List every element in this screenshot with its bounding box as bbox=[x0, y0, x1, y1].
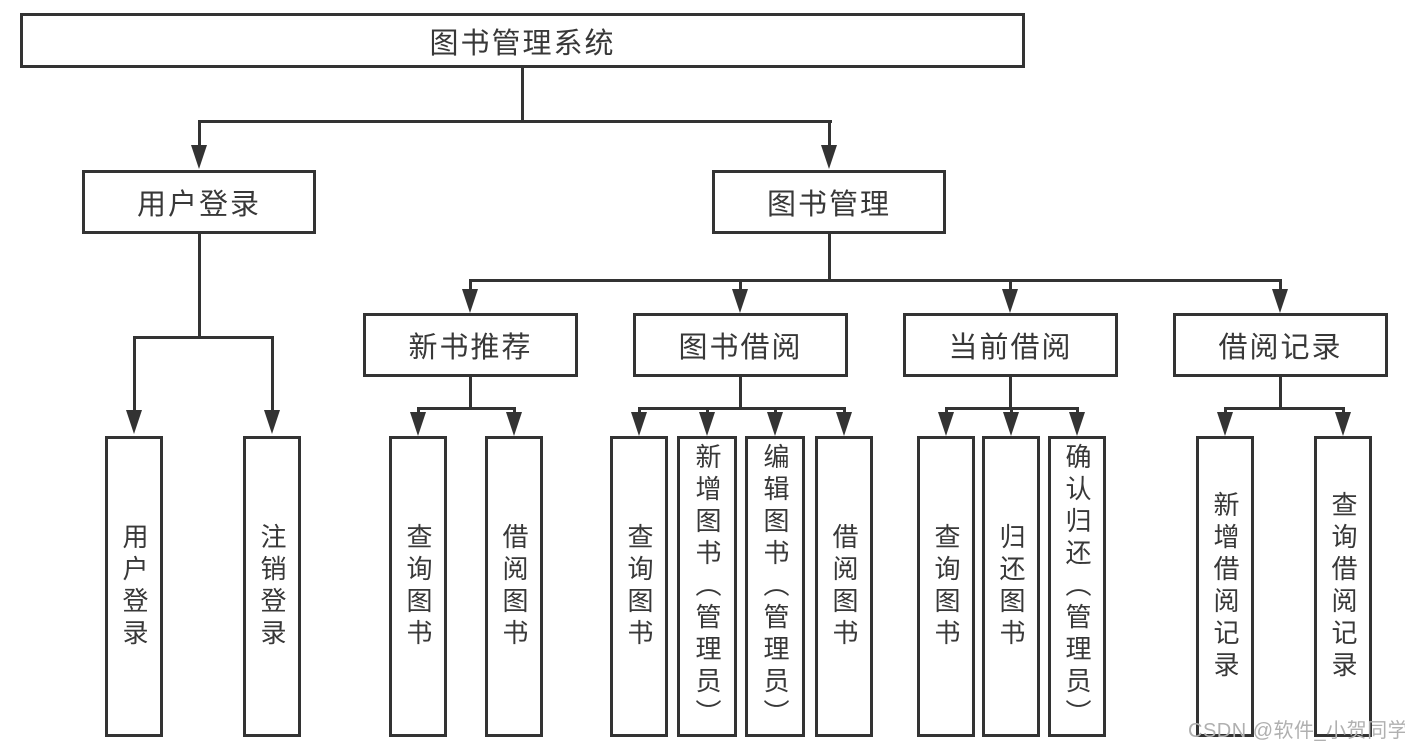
leaf-add-borrow-record: 新增借阅记录 bbox=[1196, 436, 1254, 737]
edge-leaf bbox=[417, 407, 420, 416]
leaf-label: 确认归还（管理员） bbox=[1062, 442, 1092, 731]
node-label: 图书管理 bbox=[766, 189, 891, 221]
edge-leaf bbox=[1010, 407, 1013, 416]
arrow-down-icon bbox=[264, 410, 280, 434]
edge-to-leaf-login bbox=[133, 336, 136, 412]
edge-leaf bbox=[945, 407, 948, 416]
node-label: 借阅记录 bbox=[1218, 332, 1343, 364]
edge-leaf bbox=[843, 407, 846, 416]
edge-user-login-stem bbox=[198, 234, 201, 338]
edge-leaf bbox=[513, 407, 516, 416]
leaf-label: 新增图书（管理员） bbox=[692, 442, 722, 731]
edge-to-book-management bbox=[828, 120, 831, 148]
leaf-label: 查询图书 bbox=[931, 522, 961, 651]
leaf-borrow-books-recommend: 借阅图书 bbox=[485, 436, 543, 737]
edge-leaf bbox=[1224, 407, 1227, 416]
node-library-management-system: 图书管理系统 bbox=[20, 13, 1025, 68]
leaf-label: 注销登录 bbox=[257, 522, 287, 651]
arrow-down-icon bbox=[126, 410, 142, 434]
arrow-down-icon bbox=[506, 412, 522, 436]
node-user-login: 用户登录 bbox=[82, 170, 316, 234]
leaf-label: 查询借阅记录 bbox=[1328, 490, 1358, 683]
edge-borrow-records-rail bbox=[1224, 407, 1345, 410]
leaf-label: 借阅图书 bbox=[499, 522, 529, 651]
leaf-borrow-books: 借阅图书 bbox=[815, 436, 873, 737]
leaf-label: 借阅图书 bbox=[829, 522, 859, 651]
node-new-book-recommend: 新书推荐 bbox=[363, 313, 578, 377]
arrow-down-icon bbox=[767, 412, 783, 436]
node-current-borrow: 当前借阅 bbox=[903, 313, 1118, 377]
node-label: 图书借阅 bbox=[678, 332, 803, 364]
arrow-down-icon bbox=[191, 145, 207, 169]
arrow-down-icon bbox=[410, 412, 426, 436]
node-book-borrow: 图书借阅 bbox=[633, 313, 848, 377]
edge-leaf bbox=[1076, 407, 1079, 416]
leaf-confirm-return-admin: 确认归还（管理员） bbox=[1048, 436, 1106, 737]
arrow-down-icon bbox=[462, 289, 478, 313]
leaf-query-books-current: 查询图书 bbox=[917, 436, 975, 737]
edge-book-management-stem bbox=[828, 234, 831, 281]
edge-borrow-records-stem bbox=[1279, 377, 1282, 409]
arrow-down-icon bbox=[1002, 289, 1018, 313]
arrow-down-icon bbox=[836, 412, 852, 436]
edge-new-book-rail bbox=[417, 407, 516, 410]
arrow-down-icon bbox=[699, 412, 715, 436]
arrow-down-icon bbox=[1217, 412, 1233, 436]
leaf-edit-books-admin: 编辑图书（管理员） bbox=[745, 436, 805, 737]
edge-book-management-rail bbox=[469, 279, 1282, 282]
node-label: 当前借阅 bbox=[948, 332, 1073, 364]
edge-book-borrow-rail bbox=[638, 407, 846, 410]
leaf-label: 新增借阅记录 bbox=[1210, 490, 1240, 683]
edge-current-borrow-stem bbox=[1009, 377, 1012, 409]
edge-to-user-login bbox=[198, 120, 201, 148]
edge-new-book-stem bbox=[469, 377, 472, 409]
leaf-logout: 注销登录 bbox=[243, 436, 301, 737]
leaf-add-books-admin: 新增图书（管理员） bbox=[677, 436, 737, 737]
edge-leaf bbox=[1342, 407, 1345, 416]
edge-to-new-book bbox=[469, 279, 472, 293]
node-label: 用户登录 bbox=[136, 189, 261, 221]
edge-leaf bbox=[706, 407, 709, 416]
leaf-label: 查询图书 bbox=[403, 522, 433, 651]
csdn-watermark: CSDN @软件_小贺同学 bbox=[1188, 720, 1405, 742]
leaf-label: 归还图书 bbox=[996, 522, 1026, 651]
arrow-down-icon bbox=[1335, 412, 1351, 436]
leaf-query-borrow-record: 查询借阅记录 bbox=[1314, 436, 1372, 737]
leaf-label: 用户登录 bbox=[119, 522, 149, 651]
edge-to-borrow-records bbox=[1279, 279, 1282, 293]
edge-leaf bbox=[774, 407, 777, 416]
leaf-return-books: 归还图书 bbox=[982, 436, 1040, 737]
edge-root-stem bbox=[521, 68, 524, 122]
node-borrow-records: 借阅记录 bbox=[1173, 313, 1388, 377]
node-book-management: 图书管理 bbox=[712, 170, 946, 234]
leaf-label: 查询图书 bbox=[624, 522, 654, 651]
edge-to-current-borrow bbox=[1009, 279, 1012, 293]
edge-root-rail bbox=[198, 120, 832, 123]
node-label: 图书管理系统 bbox=[429, 27, 616, 60]
arrow-down-icon bbox=[821, 145, 837, 169]
edge-user-login-rail bbox=[133, 336, 274, 339]
leaf-user-login: 用户登录 bbox=[105, 436, 163, 737]
leaf-query-books-borrow: 查询图书 bbox=[610, 436, 668, 737]
arrow-down-icon bbox=[1069, 412, 1085, 436]
arrow-down-icon bbox=[1272, 289, 1288, 313]
arrow-down-icon bbox=[732, 289, 748, 313]
edge-leaf bbox=[638, 407, 641, 416]
leaf-query-books-recommend: 查询图书 bbox=[389, 436, 447, 737]
leaf-label: 编辑图书（管理员） bbox=[760, 442, 790, 731]
edge-to-leaf-logout bbox=[271, 336, 274, 412]
arrow-down-icon bbox=[938, 412, 954, 436]
edge-to-book-borrow bbox=[739, 279, 742, 293]
edge-book-borrow-stem bbox=[739, 377, 742, 409]
arrow-down-icon bbox=[1003, 412, 1019, 436]
node-label: 新书推荐 bbox=[408, 332, 533, 364]
arrow-down-icon bbox=[631, 412, 647, 436]
